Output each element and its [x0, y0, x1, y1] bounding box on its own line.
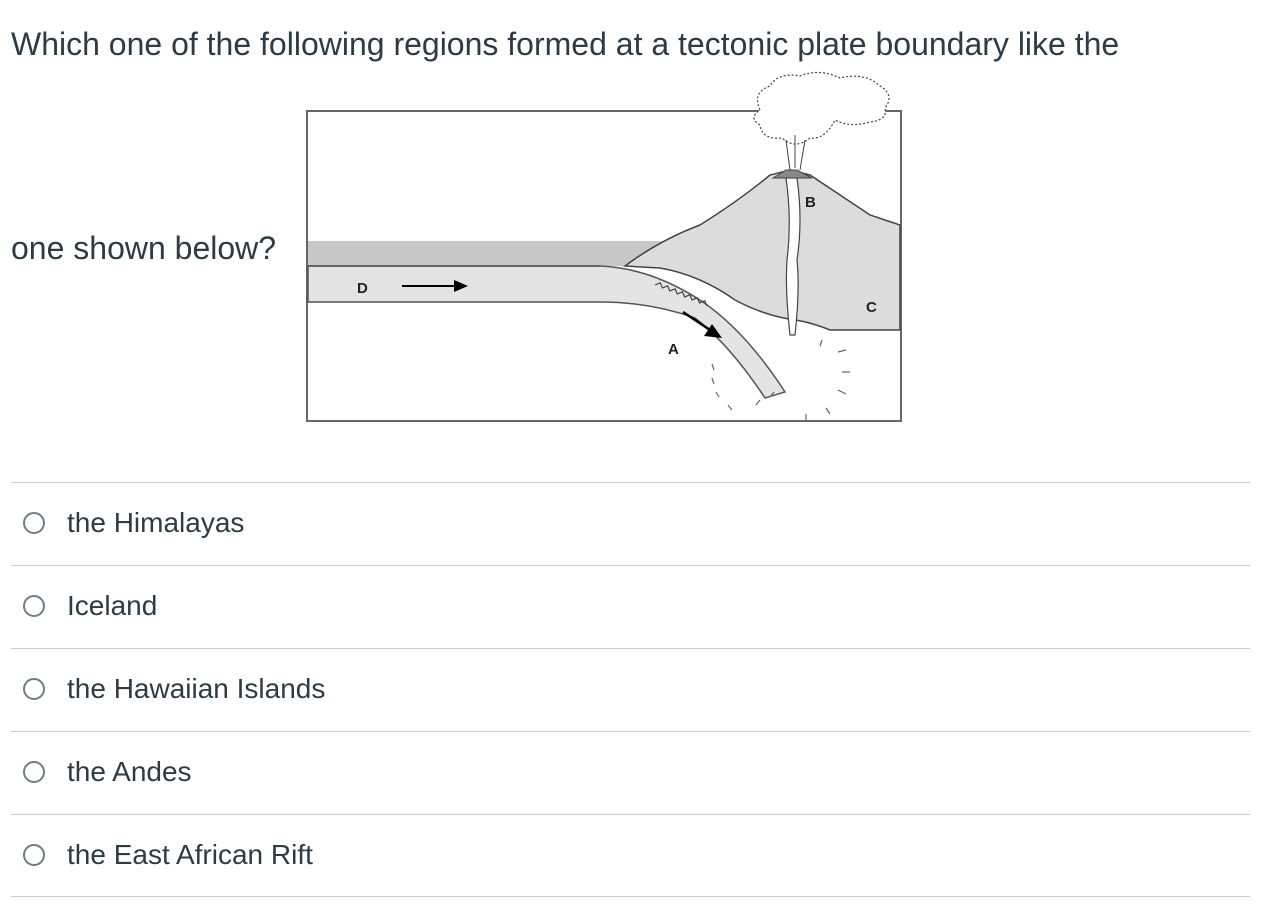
- label-c: C: [866, 299, 877, 316]
- label-b: B: [805, 194, 816, 211]
- answer-option-iceland[interactable]: Iceland: [11, 565, 1250, 648]
- radio-button-icon[interactable]: [23, 595, 45, 617]
- ocean-layer: [308, 241, 688, 266]
- answer-option-himalayas[interactable]: the Himalayas: [11, 482, 1250, 565]
- eruption-cloud: [753, 71, 890, 145]
- answer-option-east-african-rift[interactable]: the East African Rift: [11, 814, 1250, 897]
- answer-option-andes[interactable]: the Andes: [11, 731, 1250, 814]
- radio-button-icon[interactable]: [23, 844, 45, 866]
- subduction-arrow: [682, 310, 722, 338]
- continental-plate: [622, 169, 901, 331]
- answer-label[interactable]: the East African Rift: [67, 839, 313, 870]
- answer-label[interactable]: the Himalayas: [67, 507, 245, 538]
- answer-list: the Himalayas Iceland the Hawaiian Islan…: [11, 482, 1250, 897]
- magma-conduit: [785, 177, 801, 336]
- radio-button-icon[interactable]: [23, 761, 45, 783]
- friction-zone: [654, 282, 708, 307]
- radio-button-icon[interactable]: [23, 678, 45, 700]
- question-text-line-1: Which one of the following regions forme…: [11, 26, 1120, 62]
- radio-button-icon[interactable]: [23, 512, 45, 534]
- question-text-line-2: one shown below?: [11, 230, 277, 266]
- subducting-plate: [307, 265, 787, 399]
- answer-label[interactable]: the Hawaiian Islands: [67, 673, 326, 704]
- label-a: A: [668, 341, 679, 358]
- label-d: D: [357, 280, 368, 297]
- answer-option-hawaiian-islands[interactable]: the Hawaiian Islands: [11, 648, 1250, 731]
- answer-label[interactable]: Iceland: [67, 590, 158, 621]
- melting-zone-marks: [711, 339, 850, 420]
- plate-motion-arrow-d: [402, 280, 468, 292]
- answer-label[interactable]: the Andes: [67, 756, 192, 787]
- subduction-zone-diagram: D A B C: [306, 71, 902, 422]
